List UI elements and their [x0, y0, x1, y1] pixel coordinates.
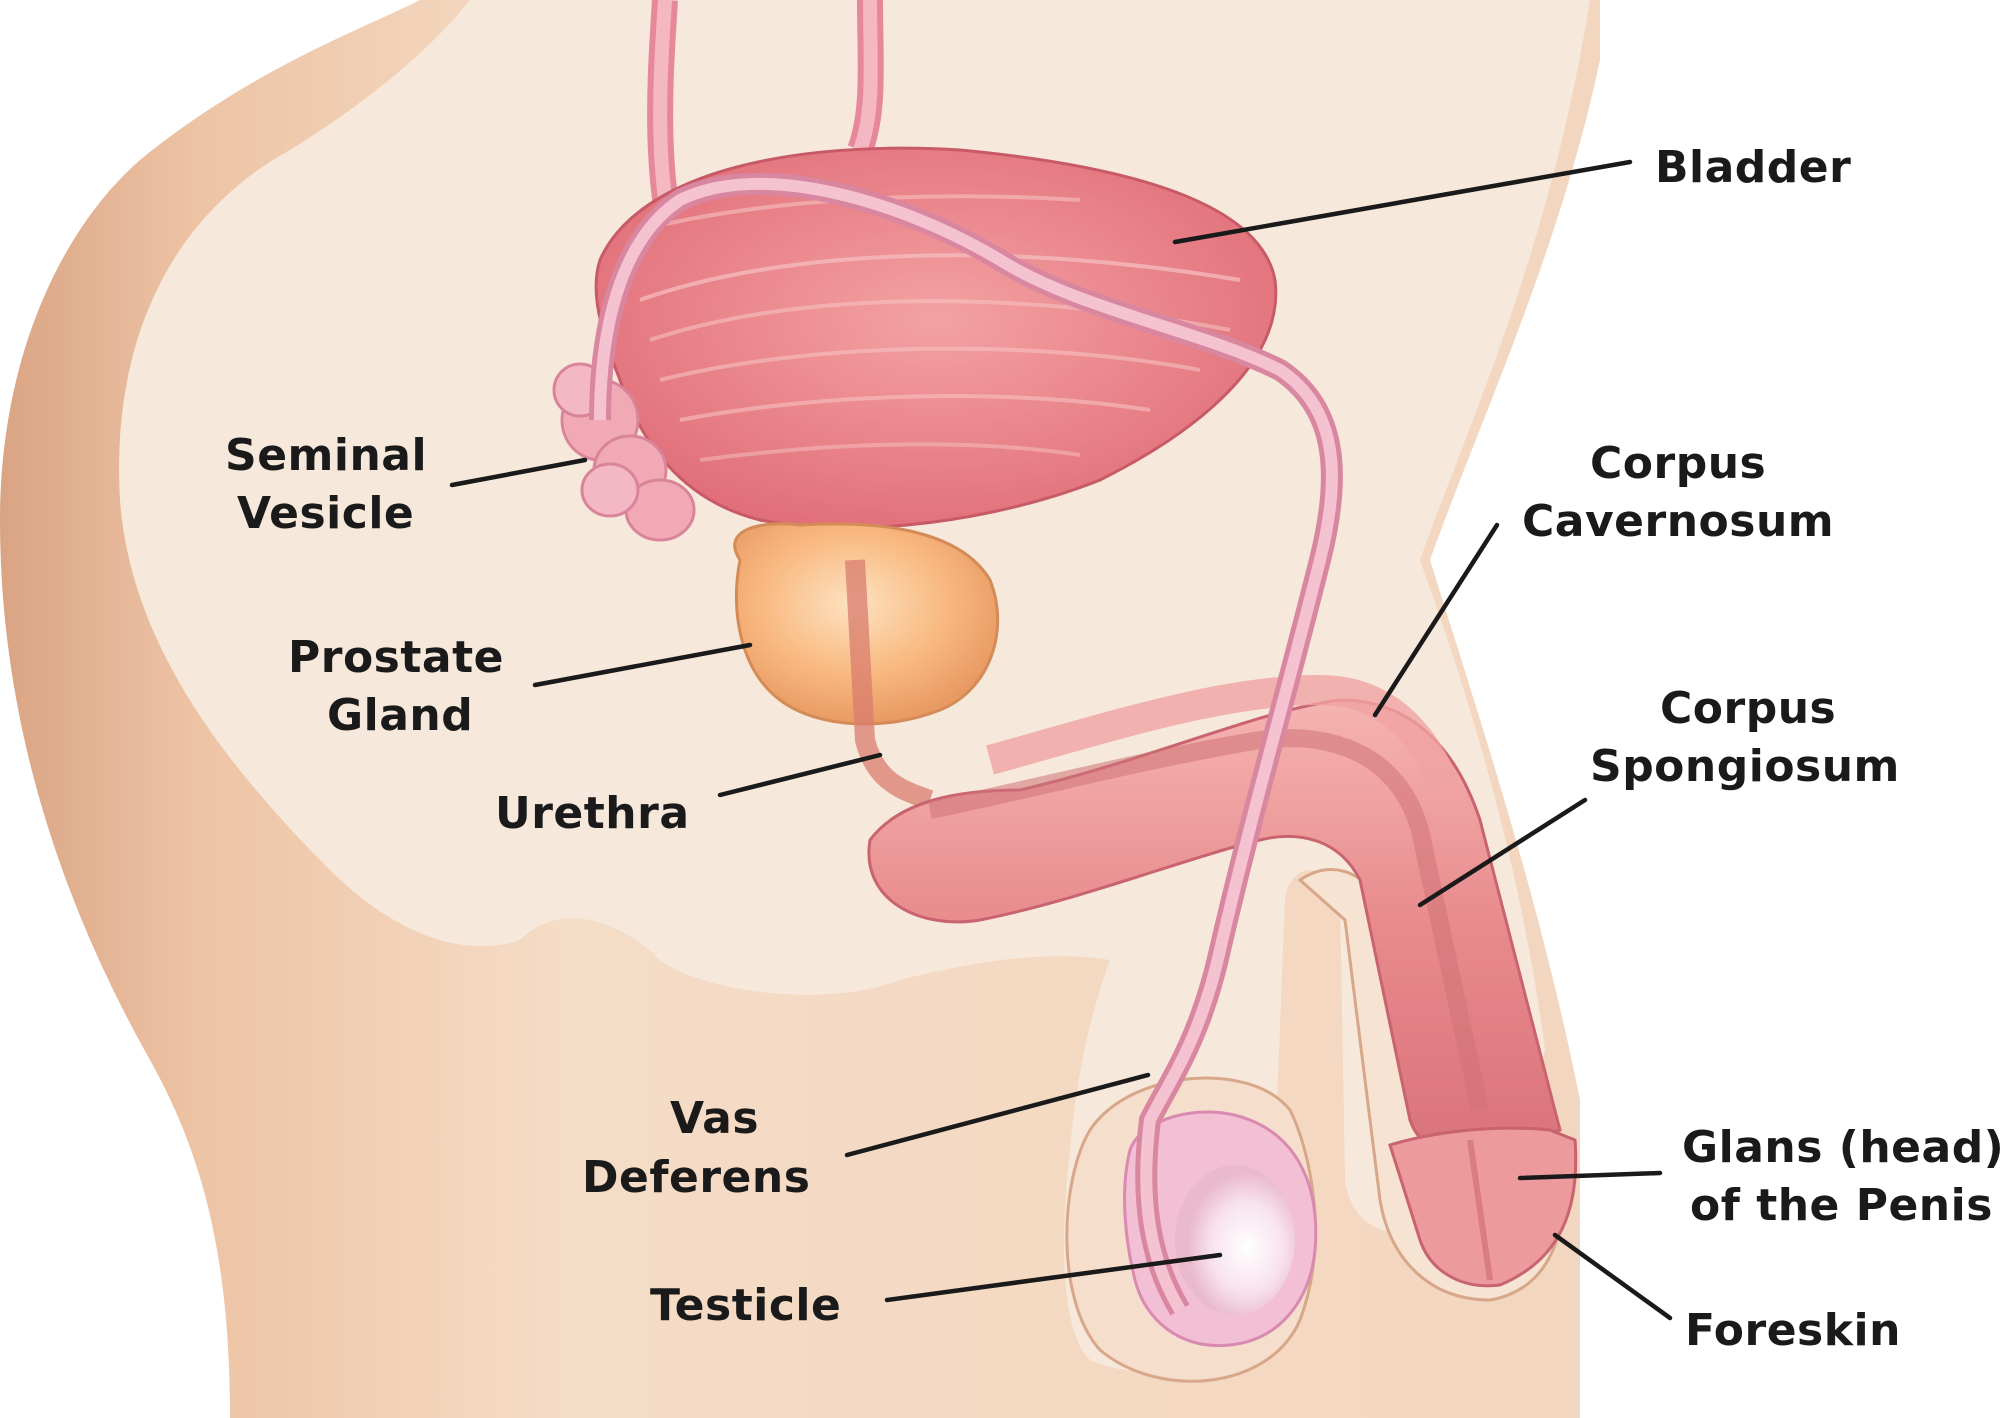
vas-deferens-label-line1: Vas [670, 1093, 759, 1144]
corpus-spongiosum-leader [1417, 797, 1588, 908]
glans-label-line2: of the Penis [1690, 1180, 1993, 1231]
leader-lines [449, 159, 1673, 1321]
corpus-spongiosum-label-line1: Corpus [1660, 683, 1836, 734]
corpus-spongiosum-label-line2: Spongiosum [1590, 741, 1900, 792]
urethra-duct [845, 559, 934, 810]
urethra-label: Urethra [495, 788, 690, 839]
bladder-organ [594, 146, 1278, 530]
vas-deferens-leader [844, 1072, 1151, 1158]
penis-shaft [867, 674, 1562, 1156]
seminal-vesicle-label-line2: Vesicle [237, 488, 414, 539]
glans-organ [1388, 1126, 1578, 1288]
corpus-cavernosum-label-line1: Corpus [1590, 438, 1766, 489]
bladder-label: Bladder [1655, 142, 1851, 193]
foreskin-leader [1552, 1232, 1673, 1321]
vas-deferens-duct [589, 172, 1343, 1316]
urethra-leader [717, 752, 883, 798]
prostate-leader [532, 642, 753, 688]
testicle-leader [884, 1252, 1223, 1303]
corpus-cavernosum-leader [1372, 522, 1500, 718]
glans-label-line1: Glans (head) [1682, 1122, 2000, 1173]
prostate-gland-label-line2: Gland [327, 690, 473, 741]
labels: Bladder Seminal Vesicle Corpus Cavernosu… [225, 142, 2000, 1356]
seminal-vesicle-label-line1: Seminal [225, 430, 427, 481]
vas-deferens-label-line2: Deferens [582, 1152, 810, 1203]
glans-leader [1517, 1170, 1663, 1181]
bladder-leader [1172, 159, 1633, 245]
seminal-vesicle-leader [449, 457, 588, 488]
foreskin-label: Foreskin [1685, 1305, 1901, 1356]
corpus-cavernosum-label-line2: Cavernosum [1522, 496, 1834, 547]
prostate-gland-label-line1: Prostate [288, 632, 504, 683]
testicle-label: Testicle [650, 1280, 841, 1331]
